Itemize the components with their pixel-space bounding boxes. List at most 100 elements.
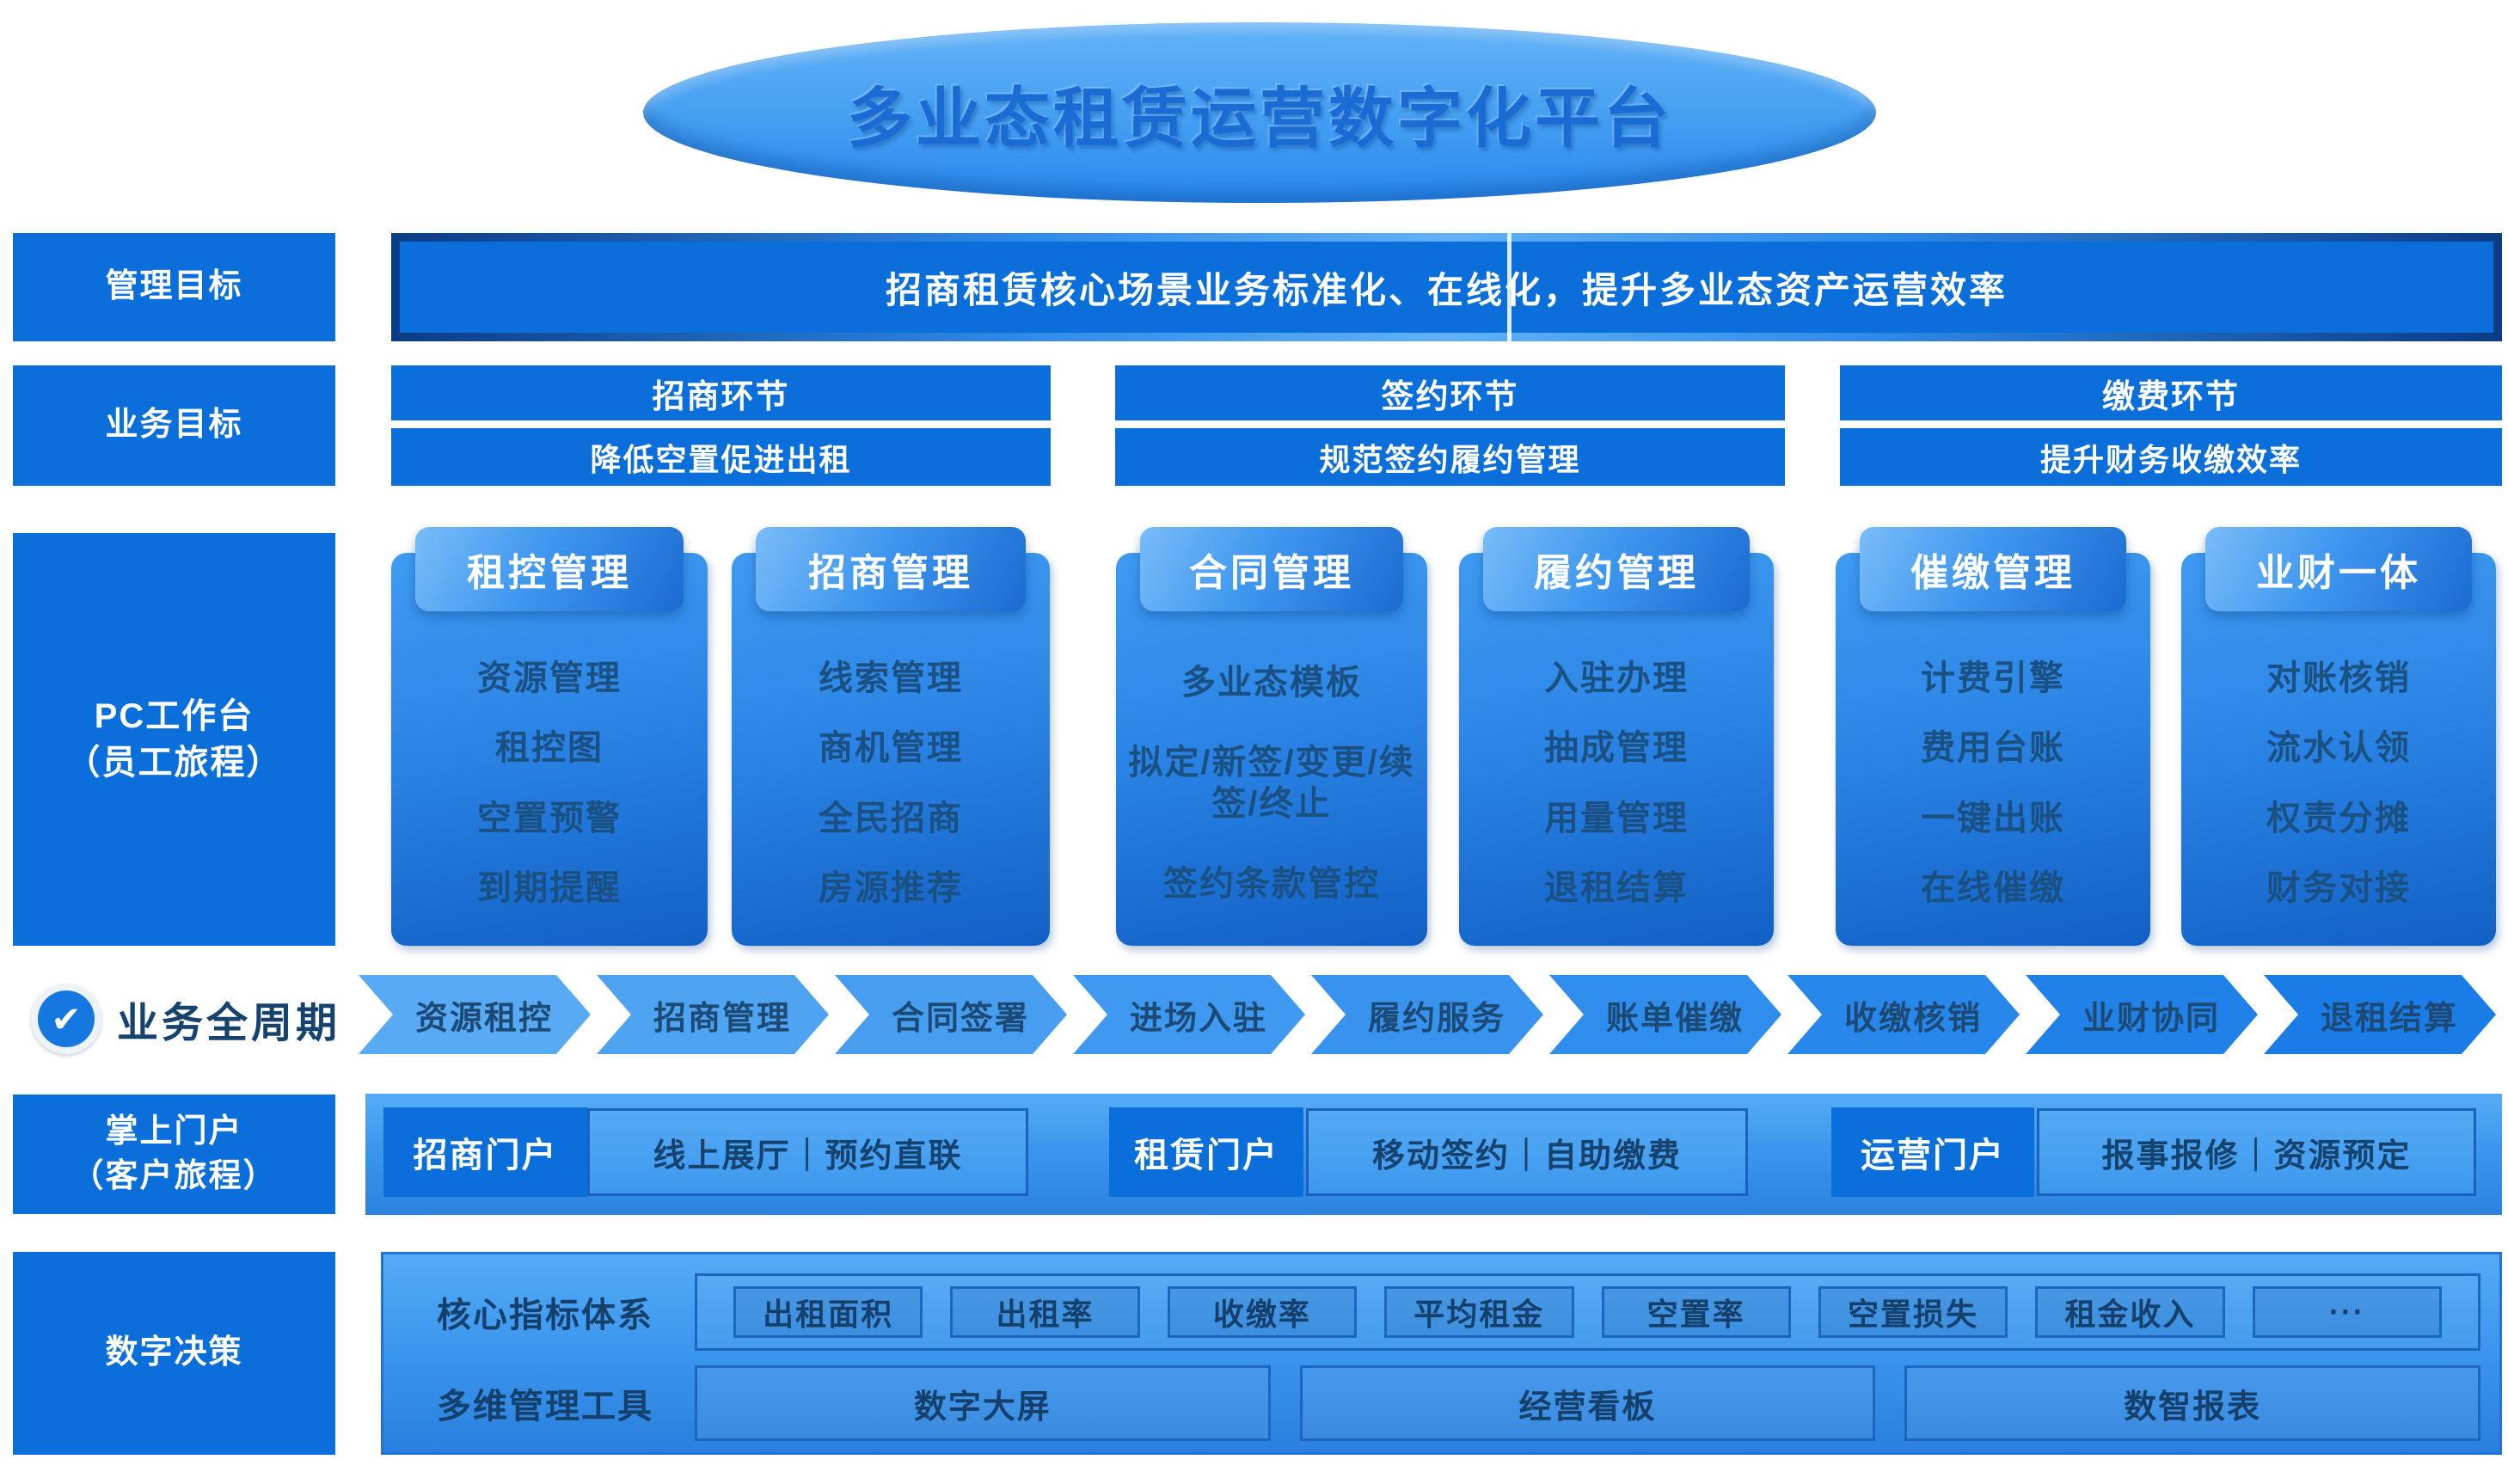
business-goal: 降低空置促进出租 — [391, 428, 1051, 486]
cycle-steps-row: 资源租控 招商管理 合同签署 进场入驻 履约服务 账单催缴 收缴核销 业财协同 … — [0, 975, 2508, 1054]
portal-features: 线上展厅｜预约直联 — [587, 1108, 1028, 1196]
pc-card-collection: 催缴管理 计费引擎 费用台账 一键出账 在线催缴 — [1836, 527, 2150, 946]
business-goal: 规范签约履约管理 — [1115, 428, 1785, 486]
row-label-text: 业务目标 — [105, 407, 243, 444]
check-icon: ✔ — [38, 990, 95, 1047]
pc-card-item: 空置预警 — [477, 799, 622, 837]
pc-card-items: 计费引擎 费用台账 一键出账 在线催缴 — [1848, 643, 2138, 923]
row-label-business-goal: 业务目标 — [13, 365, 335, 486]
pc-card-items: 对账核销 流水认领 权责分摊 财务对接 — [2193, 643, 2484, 923]
cycle-step: 业财协同 — [2026, 975, 2258, 1054]
pc-card-title: 催缴管理 — [1860, 527, 2126, 611]
cycle-step: 进场入驻 — [1073, 975, 1305, 1054]
cycle-row-title: 业务全周期 — [117, 1001, 341, 1046]
row-label-text-line2: （员工旅程） — [65, 744, 283, 782]
row-label-management-goal: 管理目标 — [13, 233, 335, 341]
portal-name: 租赁门户 — [1109, 1107, 1303, 1197]
page-title: 多业态租赁运营数字化平台 — [847, 83, 1672, 156]
kpi-system-label: 核心指标体系 — [437, 1297, 653, 1334]
banner-divider-line — [1507, 233, 1512, 341]
cycle-step: 收缴核销 — [1787, 975, 2020, 1054]
pc-card-rent-control: 租控管理 资源管理 租控图 空置预警 到期提醒 — [391, 527, 708, 946]
business-stage: 签约环节 — [1115, 365, 1785, 420]
business-column-signing: 签约环节 规范签约履约管理 — [1115, 365, 1785, 486]
kpi-chip-more: ··· — [2252, 1286, 2442, 1338]
pc-card-item: 一键出账 — [1921, 799, 2065, 837]
tool-box: 数字大屏 — [695, 1365, 1271, 1441]
portal-features: 移动签约｜自助缴费 — [1306, 1108, 1748, 1196]
cycle-step: 履约服务 — [1311, 975, 1543, 1054]
pc-card-item: 全民招商 — [819, 799, 963, 837]
business-stage: 缴费环节 — [1840, 365, 2502, 420]
pc-card-title: 履约管理 — [1483, 527, 1750, 611]
decision-band: 核心指标体系 出租面积 出租率 收缴率 平均租金 空置率 空置损失 租金收入 ·… — [381, 1252, 2502, 1455]
pc-card-item: 入驻办理 — [1544, 659, 1689, 697]
kpi-chip: 出租率 — [950, 1286, 1140, 1338]
tools-row: 数字大屏 经营看板 数智报表 — [695, 1365, 2481, 1441]
portal-band: 招商门户 线上展厅｜预约直联 租赁门户 移动签约｜自助缴费 运营门户 报事报修｜… — [365, 1094, 2502, 1215]
pc-card-item: 资源管理 — [477, 659, 622, 697]
management-goal-banner: 招商租赁核心场景业务标准化、在线化，提升多业态资产运营效率 — [391, 233, 2502, 341]
portal-name: 运营门户 — [1831, 1107, 2034, 1197]
kpi-strip: 出租面积 出租率 收缴率 平均租金 空置率 空置损失 租金收入 ··· — [695, 1273, 2480, 1351]
business-stage: 招商环节 — [391, 365, 1051, 420]
pc-card-items: 资源管理 租控图 空置预警 到期提醒 — [403, 643, 696, 923]
kpi-chip: 平均租金 — [1384, 1286, 1574, 1338]
pc-card-item: 权责分摊 — [2266, 799, 2411, 837]
pc-card-item: 签约条款管控 — [1163, 864, 1380, 903]
pc-card-title: 租控管理 — [415, 527, 684, 611]
pc-card-title: 招商管理 — [756, 527, 1026, 611]
pc-card-items: 多业态模板 拟定/新签/变更/续签/终止 签约条款管控 — [1128, 643, 1415, 923]
row-label-text-line1: 掌上门户 — [105, 1113, 243, 1150]
tools-label: 多维管理工具 — [437, 1388, 653, 1426]
portal-name: 招商门户 — [383, 1107, 587, 1197]
business-column-payment: 缴费环节 提升财务收缴效率 — [1840, 365, 2502, 486]
row-label-mobile-portal: 掌上门户 （客户旅程） — [13, 1095, 335, 1214]
pc-card-item: 拟定/新签/变更/续签/终止 — [1128, 743, 1415, 823]
cycle-step: 资源租控 — [359, 975, 591, 1054]
pc-card-contract: 合同管理 多业态模板 拟定/新签/变更/续签/终止 签约条款管控 — [1116, 527, 1427, 946]
cycle-step: 招商管理 — [597, 975, 829, 1054]
pc-card-title: 合同管理 — [1140, 527, 1403, 611]
pc-card-investment: 招商管理 线索管理 商机管理 全民招商 房源推荐 — [732, 527, 1050, 946]
management-goal-banner-inner: 招商租赁核心场景业务标准化、在线化，提升多业态资产运营效率 — [400, 242, 2493, 333]
pc-card-item: 多业态模板 — [1181, 664, 1362, 702]
pc-card-items: 线索管理 商机管理 全民招商 房源推荐 — [744, 643, 1038, 923]
platform-title-ellipse: 多业态租赁运营数字化平台 — [643, 22, 1876, 203]
tool-box: 经营看板 — [1299, 1365, 1876, 1441]
row-label-text-line2: （客户旅程） — [71, 1157, 278, 1194]
cycle-step: 退租结算 — [2264, 975, 2496, 1054]
kpi-chip: 空置率 — [1601, 1286, 1791, 1338]
pc-card-item: 对账核销 — [2266, 659, 2411, 697]
kpi-chip: 空置损失 — [1818, 1286, 2008, 1338]
pc-card-item: 退租结算 — [1544, 869, 1689, 908]
pc-card-item: 到期提醒 — [477, 869, 622, 908]
cycle-step: 合同签署 — [835, 975, 1067, 1054]
pc-card-item: 租控图 — [495, 729, 604, 768]
pc-card-finance: 业财一体 对账核销 流水认领 权责分摊 财务对接 — [2181, 527, 2496, 946]
cycle-step: 账单催缴 — [1549, 975, 1781, 1054]
pc-card-item: 用量管理 — [1544, 799, 1689, 837]
pc-card-item: 费用台账 — [1921, 729, 2065, 768]
pc-card-item: 计费引擎 — [1921, 659, 2065, 697]
portal-features: 报事报修｜资源预定 — [2037, 1108, 2476, 1196]
pc-card-title: 业财一体 — [2205, 527, 2472, 611]
pc-card-performance: 履约管理 入驻办理 抽成管理 用量管理 退租结算 — [1459, 527, 1774, 946]
row-label-pc-workbench: PC工作台 （员工旅程） — [13, 533, 335, 946]
row-label-text: 数字决策 — [105, 1334, 243, 1371]
pc-card-item: 流水认领 — [2266, 729, 2411, 768]
business-goal: 提升财务收缴效率 — [1840, 428, 2502, 486]
tool-box: 数智报表 — [1904, 1365, 2481, 1441]
pc-card-item: 商机管理 — [819, 729, 963, 768]
row-label-digital-decision: 数字决策 — [13, 1252, 335, 1455]
business-column-leasing: 招商环节 降低空置促进出租 — [391, 365, 1051, 486]
pc-card-item: 财务对接 — [2266, 869, 2411, 908]
kpi-chip: 租金收入 — [2035, 1286, 2225, 1338]
row-label-text: 管理目标 — [105, 268, 243, 305]
pc-card-item: 抽成管理 — [1544, 729, 1689, 768]
pc-card-item: 线索管理 — [819, 659, 963, 697]
management-goal-text: 招商租赁核心场景业务标准化、在线化，提升多业态资产运营效率 — [885, 269, 2008, 310]
kpi-chip: 收缴率 — [1167, 1286, 1358, 1338]
pc-card-item: 房源推荐 — [819, 869, 963, 908]
